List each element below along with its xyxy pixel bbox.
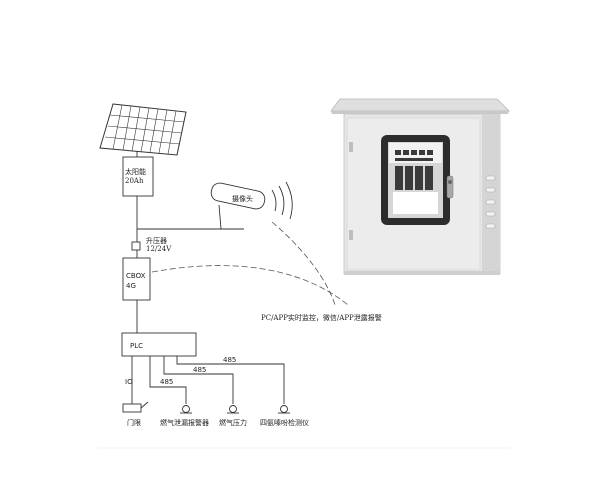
- gas-pressure-sensor: 燃气压力: [219, 405, 247, 427]
- camera-label: 摄像头: [232, 194, 253, 203]
- bus-label: 485: [193, 366, 206, 374]
- door-label: 门限: [127, 418, 141, 427]
- gas-leak-detector: 燃气泄漏报警器: [160, 405, 209, 427]
- camera: 摄像头: [210, 181, 293, 230]
- wiring: [131, 151, 285, 404]
- bus-label: 485: [223, 356, 236, 364]
- plc-label: PLC: [130, 342, 143, 350]
- gas-pressure-label: 燃气压力: [219, 418, 247, 427]
- door-sensor: 门限: [122, 401, 149, 427]
- plc: PLC: [121, 332, 197, 357]
- cbox-network: 4G: [126, 282, 136, 290]
- bus-label: 485: [160, 378, 173, 386]
- booster-voltage: 12/24V: [146, 245, 172, 253]
- cbox: CBOX 4G: [122, 257, 151, 301]
- solar-panel: [99, 103, 187, 156]
- ammonia-label: 四氨嗪吩检测仪: [260, 418, 309, 427]
- wireless-links: PC/APP实时监控，微信/APP泄露报警: [151, 221, 382, 322]
- booster: 升压器 12/24V: [131, 236, 172, 253]
- cabinet-image: [330, 98, 510, 275]
- booster-label: 升压器: [146, 236, 167, 245]
- battery-box: 太阳能 20Ah: [122, 156, 154, 197]
- gas-leak-label: 燃气泄漏报警器: [160, 418, 209, 427]
- remote-monitor-label: PC/APP实时监控，微信/APP泄露报警: [261, 313, 382, 322]
- battery-capacity: 20Ah: [125, 177, 144, 185]
- ammonia-detector: 四氨嗪吩检测仪: [260, 405, 309, 427]
- battery-label: 太阳能: [125, 167, 146, 176]
- io-label: IO: [125, 378, 133, 386]
- cbox-label: CBOX: [126, 272, 146, 280]
